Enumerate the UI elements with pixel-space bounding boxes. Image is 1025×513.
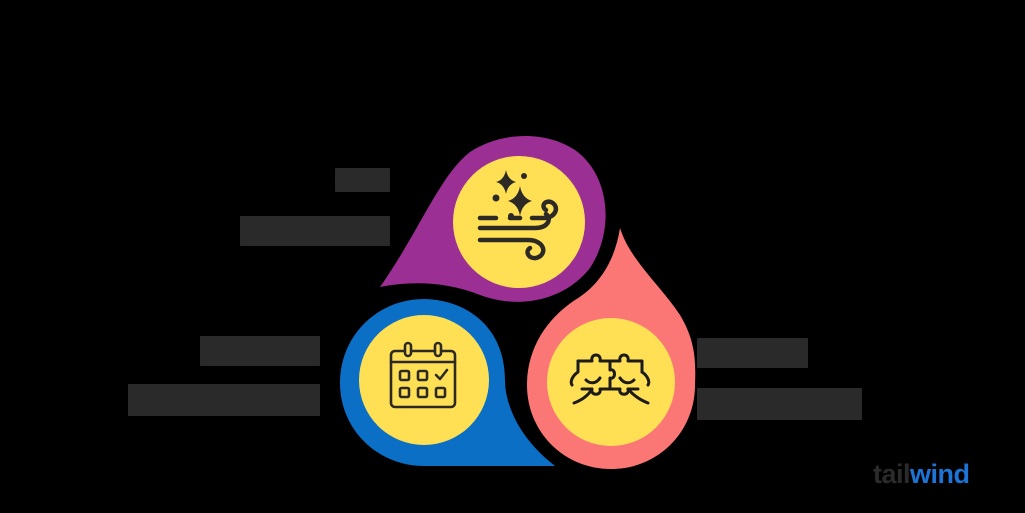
sparkle-shapes [492,170,532,219]
label-left: ███████ ███████████ [120,330,320,426]
label-right: ██████ █████████ [697,332,877,430]
node-left [340,299,555,466]
inner-circle-top [453,156,585,288]
label-right-line-2: █████████ [697,380,877,430]
label-left-line-2: ███████████ [120,378,320,426]
node-right [527,228,696,469]
label-top-line-2: █████████ [230,210,390,258]
puzzle-hands-icon [569,353,651,405]
node-top [380,135,606,302]
label-top-line-1: ███ [230,160,390,210]
label-left-line-1: ███████ [120,330,320,378]
logo-part-tail: tail [873,459,911,489]
label-right-line-1: ██████ [697,332,877,380]
logo-part-wind: wind [910,459,970,489]
brand-logo: tailwind [873,459,970,489]
label-top: ███ █████████ [230,160,390,258]
calendar-check-icon [389,341,457,409]
